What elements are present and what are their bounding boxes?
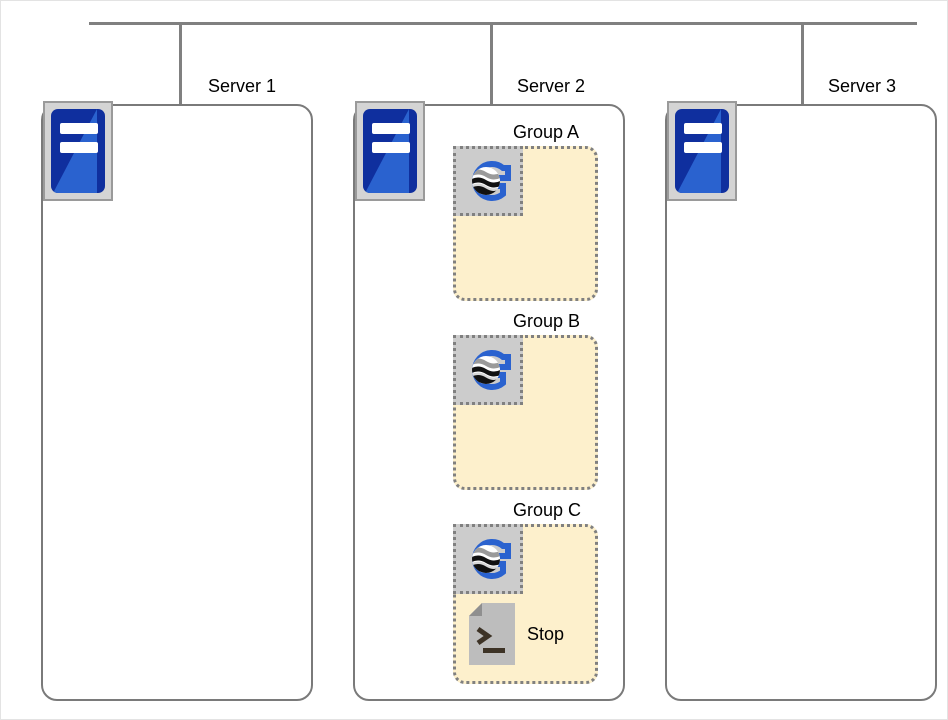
server-icon-bar: [60, 123, 98, 134]
server-icon-bar: [372, 142, 410, 153]
script-item-stop[interactable]: Stop: [469, 601, 589, 667]
server-icon-bar: [684, 142, 722, 153]
bus-drop-line-server-1: [179, 22, 182, 104]
server-label-server-2: Server 2: [517, 76, 586, 96]
group-label-group-a: Group A: [513, 122, 580, 142]
bus-drop-line-server-3: [801, 22, 804, 104]
glassfish-icon[interactable]: [453, 335, 523, 405]
server-icon-body: [675, 109, 729, 193]
server-icon-bar: [684, 123, 722, 134]
server-label-server-1: Server 1: [208, 76, 277, 96]
bus-drop-line-server-2: [490, 22, 493, 104]
server-icon[interactable]: [43, 101, 113, 201]
group-label-group-c: Group C: [513, 500, 582, 520]
server-panel-server-1[interactable]: [41, 104, 313, 701]
server-icon[interactable]: [667, 101, 737, 201]
script-label-stop: Stop: [527, 624, 565, 644]
glassfish-icon[interactable]: [453, 146, 523, 216]
server-icon-bar: [372, 123, 410, 134]
server-icon[interactable]: [355, 101, 425, 201]
glassfish-icon[interactable]: [453, 524, 523, 594]
server-icon-body: [363, 109, 417, 193]
server-panel-server-3[interactable]: [665, 104, 937, 701]
script-terminal-icon: [469, 603, 515, 665]
network-bus-line: [89, 22, 917, 25]
group-label-group-b: Group B: [513, 311, 581, 331]
server-icon-body: [51, 109, 105, 193]
server-label-server-3: Server 3: [828, 76, 897, 96]
server-icon-bar: [60, 142, 98, 153]
